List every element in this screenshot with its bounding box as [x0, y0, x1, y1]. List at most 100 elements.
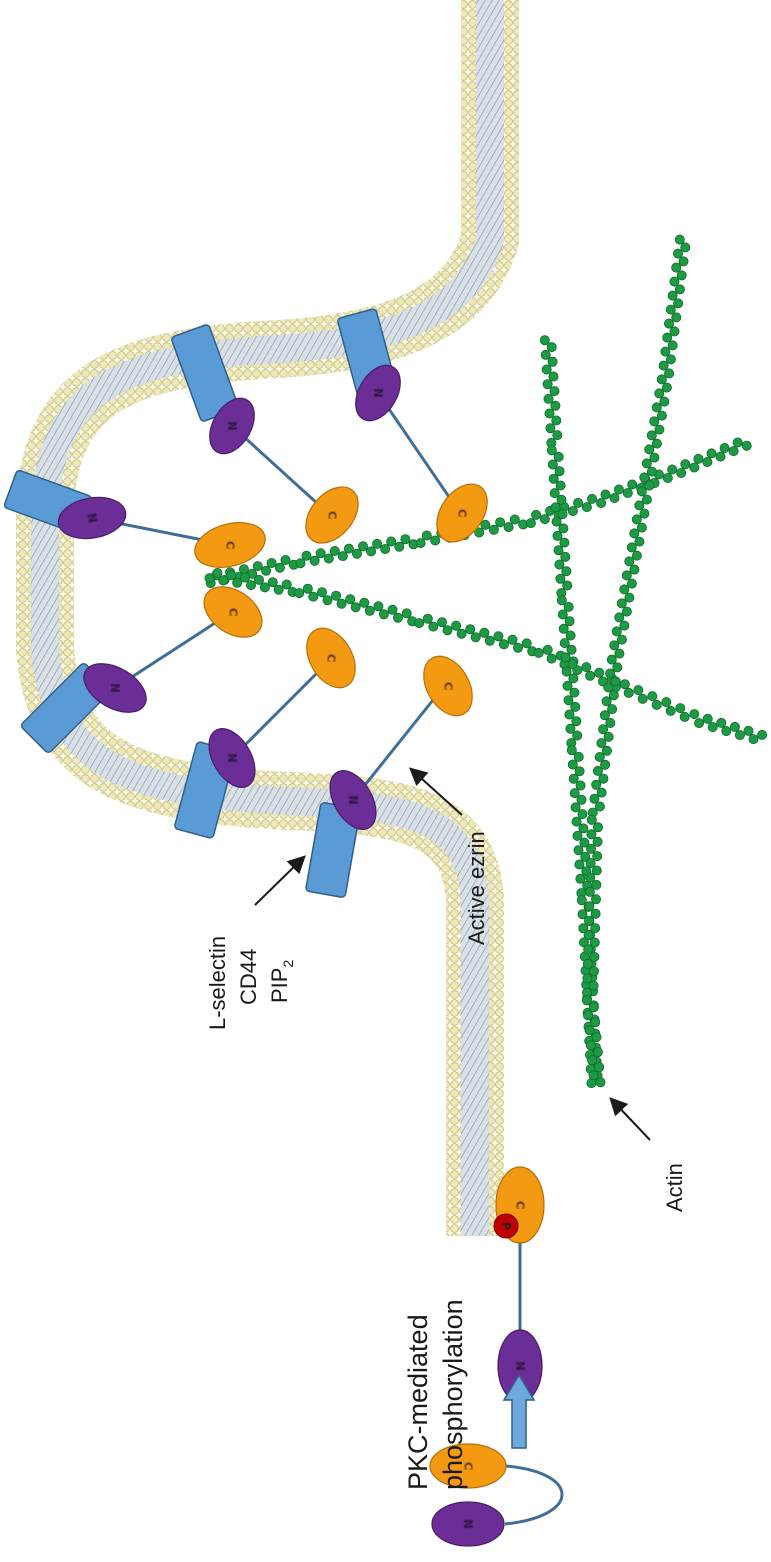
actin-bead [281, 555, 290, 564]
actin-bead [585, 902, 594, 911]
actin-bead [647, 431, 656, 440]
actin-bead [374, 602, 383, 611]
actin-bead [260, 583, 269, 592]
actin-bead [485, 636, 494, 645]
actin-bead [253, 562, 262, 571]
actin-bead [573, 731, 582, 740]
actin-bead [742, 441, 751, 450]
actin-bead [547, 654, 556, 663]
actin-bead [373, 539, 382, 548]
actin-bead [566, 631, 575, 640]
actin-bead [615, 613, 624, 622]
actin-bead [591, 924, 600, 933]
linker [505, 1466, 562, 1524]
actin-bead [574, 498, 583, 507]
actin-bead [615, 649, 624, 658]
actin-bead [716, 452, 725, 461]
actin-bead [481, 520, 490, 529]
actin-bead [381, 544, 390, 553]
actin-bead [499, 640, 508, 649]
actin-bead [239, 565, 248, 574]
actin-bead [695, 719, 704, 728]
actin-bead [551, 503, 560, 512]
n-domain-label: N [226, 753, 239, 762]
actin-bead [627, 543, 636, 552]
actin-bead [344, 544, 353, 553]
actin-bead [666, 305, 675, 314]
actin-bead [241, 573, 250, 582]
actin-bead [666, 706, 675, 715]
actin-bead [415, 619, 424, 628]
actin-bead [602, 697, 611, 706]
actin-bead [622, 571, 631, 580]
actin-bead [569, 774, 578, 783]
actin-bead [545, 409, 554, 418]
actin-bead [352, 549, 361, 558]
actin-bead [317, 588, 326, 597]
actin-bead [632, 515, 641, 524]
actin-bead [661, 347, 670, 356]
actin-bead [262, 566, 271, 575]
actin-bead [593, 852, 602, 861]
actin-bead [589, 1071, 598, 1080]
actin-bead [648, 692, 657, 701]
actin-bead [548, 357, 557, 366]
actin-bead [676, 704, 685, 713]
actin-bead [558, 509, 567, 518]
actin-bead [675, 285, 684, 294]
actin-bead [592, 780, 601, 789]
actin-bead [561, 552, 570, 561]
actin-bead [668, 465, 677, 474]
actin-bead [584, 1011, 593, 1020]
actin-bead [544, 394, 553, 403]
c-domain-label: C [514, 1201, 527, 1209]
actin-bead [679, 257, 688, 266]
actin-bead [542, 365, 551, 374]
actin-bead [575, 767, 584, 776]
actin-bead [553, 431, 562, 440]
actin-bead [555, 560, 564, 569]
actin-bead [652, 403, 661, 412]
actin-bead [637, 487, 646, 496]
actin-bead [584, 931, 593, 940]
actin-bead [586, 859, 595, 868]
actin-bead [546, 424, 555, 433]
actin-bead [730, 722, 739, 731]
actin-bead [565, 617, 574, 626]
actin-bead [604, 683, 613, 692]
actin-bead [593, 766, 602, 775]
actin-bead [645, 445, 654, 454]
actin-bead [553, 531, 562, 540]
actin-bead [620, 585, 629, 594]
actin-bead [586, 671, 595, 680]
actin-bead [540, 515, 549, 524]
actin-bead [623, 488, 632, 497]
actin-bead [625, 593, 634, 602]
actin-bead [630, 529, 639, 538]
actin-bead [552, 517, 561, 526]
actin-bead [562, 667, 571, 676]
actin-bead [720, 443, 729, 452]
actin-bead [627, 579, 636, 588]
c-domain-label: C [456, 509, 469, 517]
actin-bead [572, 717, 581, 726]
actin-bead [573, 831, 582, 840]
actin-bead [673, 249, 682, 258]
actin-bead [592, 866, 601, 875]
actin-bead [617, 599, 626, 608]
actin-bead [550, 387, 559, 396]
actin-bead [647, 467, 656, 476]
n-domain-label: N [462, 1519, 475, 1528]
actin-bead [578, 810, 587, 819]
actin-bead [233, 578, 242, 587]
actin-bead [607, 655, 616, 664]
actin-bead [534, 648, 543, 657]
actin-bead [690, 710, 699, 719]
actin-bead [744, 726, 753, 735]
actin-bead [437, 618, 446, 627]
actin-bead [572, 817, 581, 826]
actin-bead [586, 844, 595, 853]
actin-bead [672, 263, 681, 272]
actin-bead [586, 873, 595, 882]
